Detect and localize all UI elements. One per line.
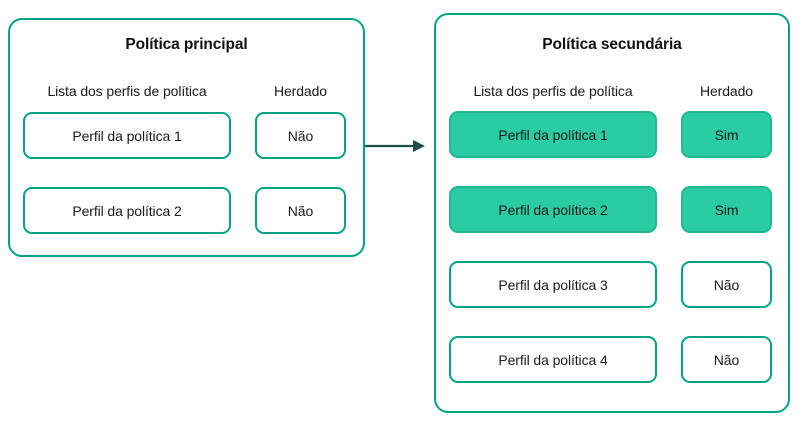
arrow-right-icon [363, 132, 429, 160]
policy-profile-cell[interactable]: Perfil da política 1 [449, 111, 657, 158]
inherited-status-cell[interactable]: Não [681, 336, 772, 383]
table-row: Perfil da política 1 Sim [436, 111, 788, 158]
table-row: Perfil da política 2 Sim [436, 186, 788, 233]
panel-title-secondary: Política secundária [542, 36, 682, 53]
inherited-status-cell[interactable]: Não [255, 187, 346, 234]
policy-profile-cell[interactable]: Perfil da política 2 [23, 187, 231, 234]
panel-title-primary: Política principal [125, 36, 248, 53]
column-header-inherited: Herdado [273, 83, 327, 99]
column-header-profiles: Lista dos perfis de política [473, 83, 633, 99]
table-row: Perfil da política 2 Não [10, 187, 363, 234]
inherited-status-cell[interactable]: Sim [681, 111, 772, 158]
policy-profile-cell[interactable]: Perfil da política 1 [23, 112, 231, 159]
inherited-status-cell[interactable]: Não [681, 261, 772, 308]
inherited-status-cell[interactable]: Sim [681, 186, 772, 233]
column-header-profiles: Lista dos perfis de política [47, 83, 207, 99]
column-headers-primary: Lista dos perfis de política Herdado [10, 83, 363, 103]
column-header-inherited: Herdado [699, 83, 753, 99]
table-row: Perfil da política 4 Não [436, 336, 788, 383]
policy-panel-secondary: Política secundária Lista dos perfis de … [434, 13, 790, 413]
policy-panel-primary: Política principal Lista dos perfis de p… [8, 18, 365, 257]
policy-profile-cell[interactable]: Perfil da política 3 [449, 261, 657, 308]
column-headers-secondary: Lista dos perfis de política Herdado [436, 83, 788, 103]
table-row: Perfil da política 1 Não [10, 112, 363, 159]
inherited-status-cell[interactable]: Não [255, 112, 346, 159]
table-row: Perfil da política 3 Não [436, 261, 788, 308]
policy-profile-cell[interactable]: Perfil da política 2 [449, 186, 657, 233]
policy-profile-cell[interactable]: Perfil da política 4 [449, 336, 657, 383]
